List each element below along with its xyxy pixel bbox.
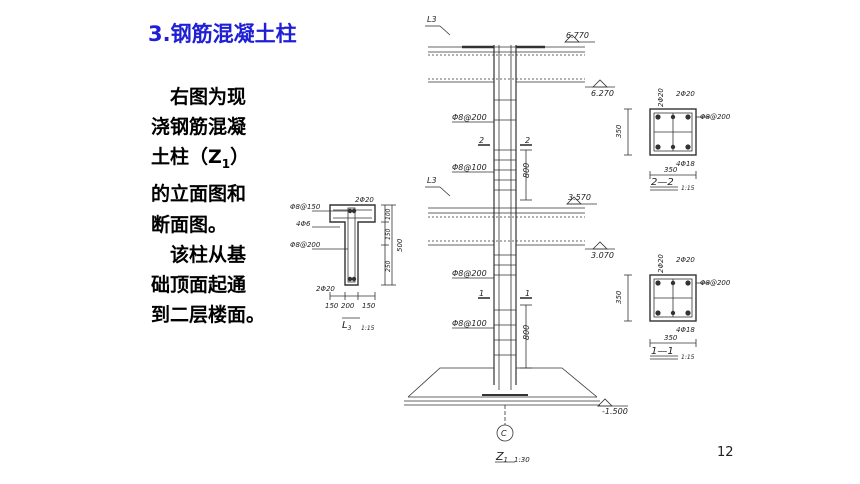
dimension-label: 150 [325,302,339,310]
elevation-scale: 1:30 [514,456,530,464]
dimension-label: 250 [385,260,392,272]
rebar-label: 4Φ18 [676,326,695,334]
rebar-label: 4Φ18 [676,160,695,168]
cut-mark-1: 1 [479,289,484,298]
dimension-label: 150 [385,228,392,240]
elevation-3070: 3.070 [591,251,614,260]
paragraph-line: 右图为现 [170,86,247,108]
paragraph-line: 的立面图和 [151,183,247,206]
dimension-800: 800 [522,163,531,178]
slide-title: 3.钢筋混凝土柱 [148,22,297,46]
section-caption: 1—1 [651,346,674,357]
beam-label-mid: L3 [427,176,437,185]
cut-mark-2: 2 [479,136,484,145]
section-1-1 [624,274,710,360]
stirrup-label: Φ8@100 [452,163,487,172]
paragraph-line: 土柱（Z1） [151,146,250,172]
rebar-label: 2Φ20 [316,285,335,293]
elevation-3570: 3.570 [568,193,591,202]
dimension-350: 350 [664,166,678,174]
beam-label-top: L3 [427,15,437,24]
stirrup-label: Φ8@200 [452,113,487,122]
cut-mark-1: 1 [525,289,530,298]
beam-section-l3 [312,204,396,319]
rebar-label: 2Φ20 [657,88,665,107]
rebar-label: 2Φ20 [676,256,695,264]
beam-caption: L3 [342,320,352,332]
stirrup-label: Φ8@200 [290,241,321,249]
rebar-label: 4Φ6 [296,220,311,228]
section-scale: 1:15 [681,354,695,361]
section-scale: 1:15 [681,185,695,192]
section-2-2 [624,108,710,191]
dimension-label: 500 [396,238,404,252]
rebar-label: 2Φ20 [355,196,374,204]
dimension-350: 350 [664,334,678,342]
rebar-label: 2Φ20 [657,254,665,273]
rebar-label: Φ8@200 [700,279,731,287]
cut-mark-2: 2 [525,136,530,145]
column-elevation [404,25,628,463]
rebar-label: 2Φ20 [676,90,695,98]
dimension-label: 150 [362,302,376,310]
rebar-label: Φ8@200 [700,113,731,121]
paragraph-line: 断面图。 [151,213,228,236]
dimension-label: 200 [341,302,355,310]
description-paragraph: 右图为现 浇钢筋混凝 土柱（Z1） 的立面图和 断面图。 该柱从基 础顶面起通 … [151,82,281,330]
elevation-minus-1500: -1.500 [602,407,628,416]
beam-scale: 1:15 [361,325,375,332]
elevation-caption: Z1 [495,450,508,464]
stirrup-label: Φ8@200 [452,269,487,278]
dimension-800: 800 [522,325,531,340]
paragraph-line: 该柱从基 [170,243,247,266]
dimension-350: 350 [615,124,623,138]
stirrup-label: Φ8@150 [290,203,321,211]
paragraph-line: 础顶面起通 [151,274,247,297]
dimension-350: 350 [615,290,623,304]
dimension-label: 100 [385,208,392,220]
section-caption: 2—2 [651,177,674,188]
axis-label: C [501,429,507,438]
paragraph-line: 到二层楼面。 [151,304,266,327]
paragraph-line: 浇钢筋混凝 [151,116,247,139]
page-number: 12 [717,445,734,460]
elevation-6770: 6.770 [566,31,589,40]
elevation-6270: 6.270 [591,89,614,98]
stirrup-label: Φ8@100 [452,319,487,328]
